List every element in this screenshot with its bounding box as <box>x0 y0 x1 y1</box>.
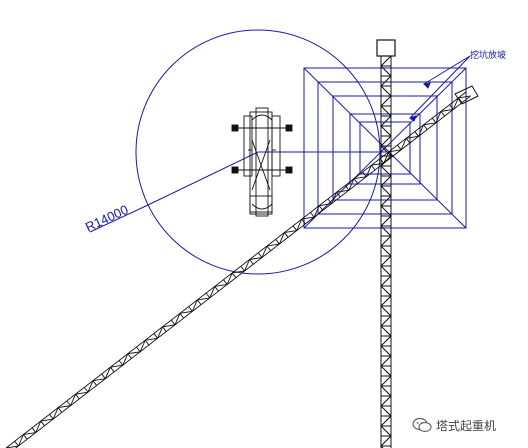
watermark: 塔式起重机 <box>412 414 496 436</box>
pit-slope-label: 挖坑放坡 <box>470 49 506 61</box>
watermark-text: 塔式起重机 <box>436 418 497 433</box>
tower-mast <box>380 55 392 448</box>
radius-label: R14000 <box>83 202 131 235</box>
crawler-crane <box>231 107 293 217</box>
wechat-icon <box>412 417 432 433</box>
jib-tip <box>454 85 479 105</box>
crane-jib <box>5 91 471 448</box>
slope-leaders <box>408 55 471 122</box>
mast-top-box <box>376 39 396 57</box>
radius-dimension <box>89 151 386 233</box>
